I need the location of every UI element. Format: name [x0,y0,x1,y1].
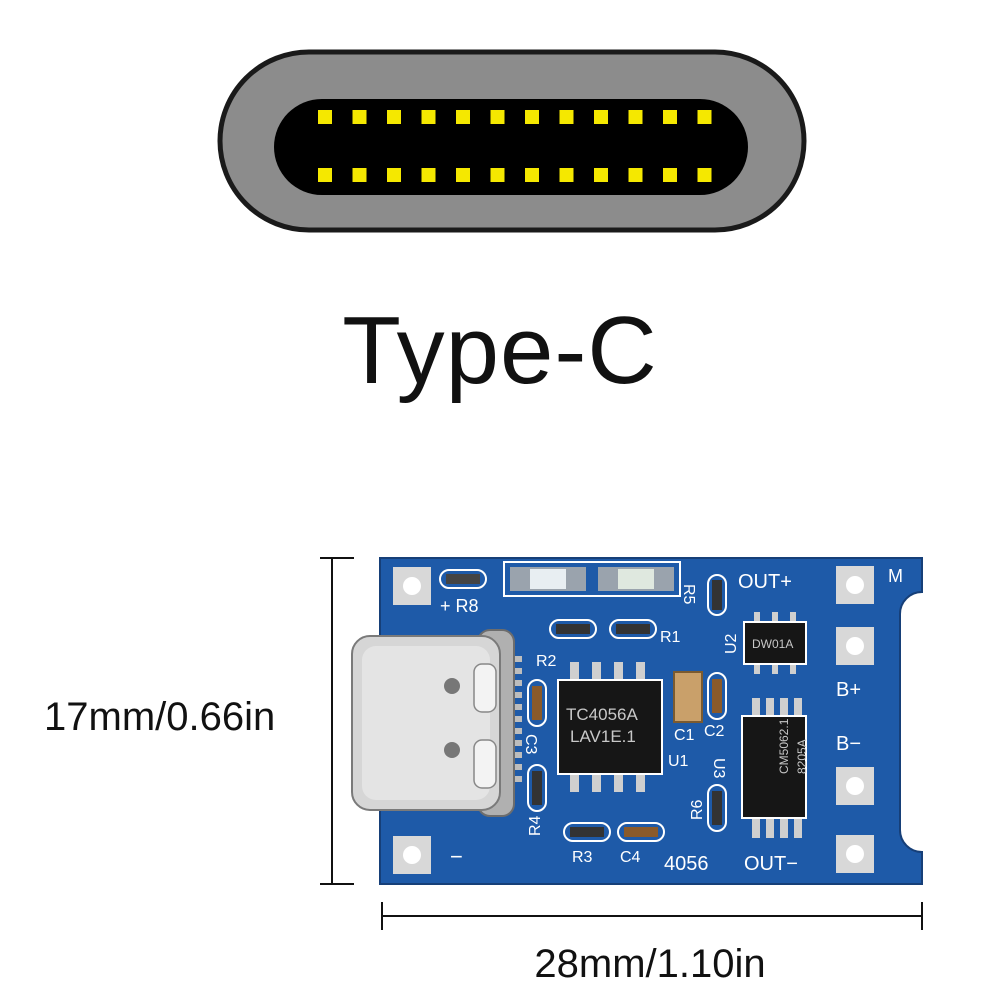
label-r4: R4 [527,815,544,836]
usb-c-receptacle [351,629,522,817]
chip-marking-main-line2: LAV1E.1 [570,727,636,746]
connector-pin [490,168,505,182]
connector-pin [594,168,608,182]
connector-pin [628,110,643,124]
charger-ic-chip [557,662,663,792]
connector-pins-top [318,110,712,124]
width-dimension-label: 28mm/1.10in [534,942,766,986]
connector-pin [663,168,677,182]
connector-pin [318,110,332,124]
connector-pin [352,168,367,182]
chip-marking-mosfet-line2: CM5062.1 [777,718,791,774]
pcb-module-photo: OUT+ OUT− B+ B− M + R8 − R1 R2 R3 R4 R5 … [320,557,923,930]
label-u3: U3 [710,758,727,779]
connector-pin [352,110,367,124]
label-r3: R3 [572,849,593,866]
connector-pin [697,110,712,124]
label-u1: U1 [668,753,689,770]
type-c-connector-illustration [217,49,807,233]
connector-pin [525,168,539,182]
label-r6: R6 [689,799,706,820]
connector-pin [387,168,401,182]
label-b-minus: B− [836,733,861,755]
connector-pin [594,110,608,124]
chip-marking-small: DW01A [752,637,793,651]
height-dimension-label: 17mm/0.66in [44,695,276,739]
label-m: M [888,566,903,586]
connector-pin [387,110,401,124]
connector-pin [559,110,574,124]
smd-parts [446,574,722,837]
connector-pins-bottom [318,168,712,182]
connector-pin [318,168,332,182]
height-dimension-line [320,557,354,885]
label-out-plus: OUT+ [738,571,792,593]
label-board-name: 4056 [664,853,709,875]
chip-marking-mosfet-line1: 8205A [795,739,809,774]
width-dimension-line [381,902,923,930]
label-c3: C3 [522,734,539,755]
label-out-minus: OUT− [744,853,798,875]
label-c2: C2 [704,723,725,740]
label-r2: R2 [536,653,557,670]
label-u2: U2 [723,633,740,654]
connector-title: Type-C [342,297,658,404]
connector-pin [628,168,643,182]
label-plus-r8: + R8 [440,596,479,616]
label-c1: C1 [674,727,695,744]
protection-ic-chip [743,612,807,674]
label-b-plus: B+ [836,679,861,701]
label-r5: R5 [680,584,697,605]
label-c4: C4 [620,849,641,866]
led-indicators [503,561,681,597]
label-minus: − [450,844,463,869]
connector-pin [525,110,539,124]
connector-pin [559,168,574,182]
chip-marking-main-line1: TC4056A [566,705,638,724]
solder-pads [393,566,874,874]
connector-pin [456,168,470,182]
smd-components [439,569,727,842]
label-r1: R1 [660,629,681,646]
mosfet-chip [741,698,807,838]
connector-pin [697,168,712,182]
connector-pin [421,168,436,182]
connector-pin [663,110,677,124]
connector-pin [490,110,505,124]
connector-pin [421,110,436,124]
connector-pin [456,110,470,124]
